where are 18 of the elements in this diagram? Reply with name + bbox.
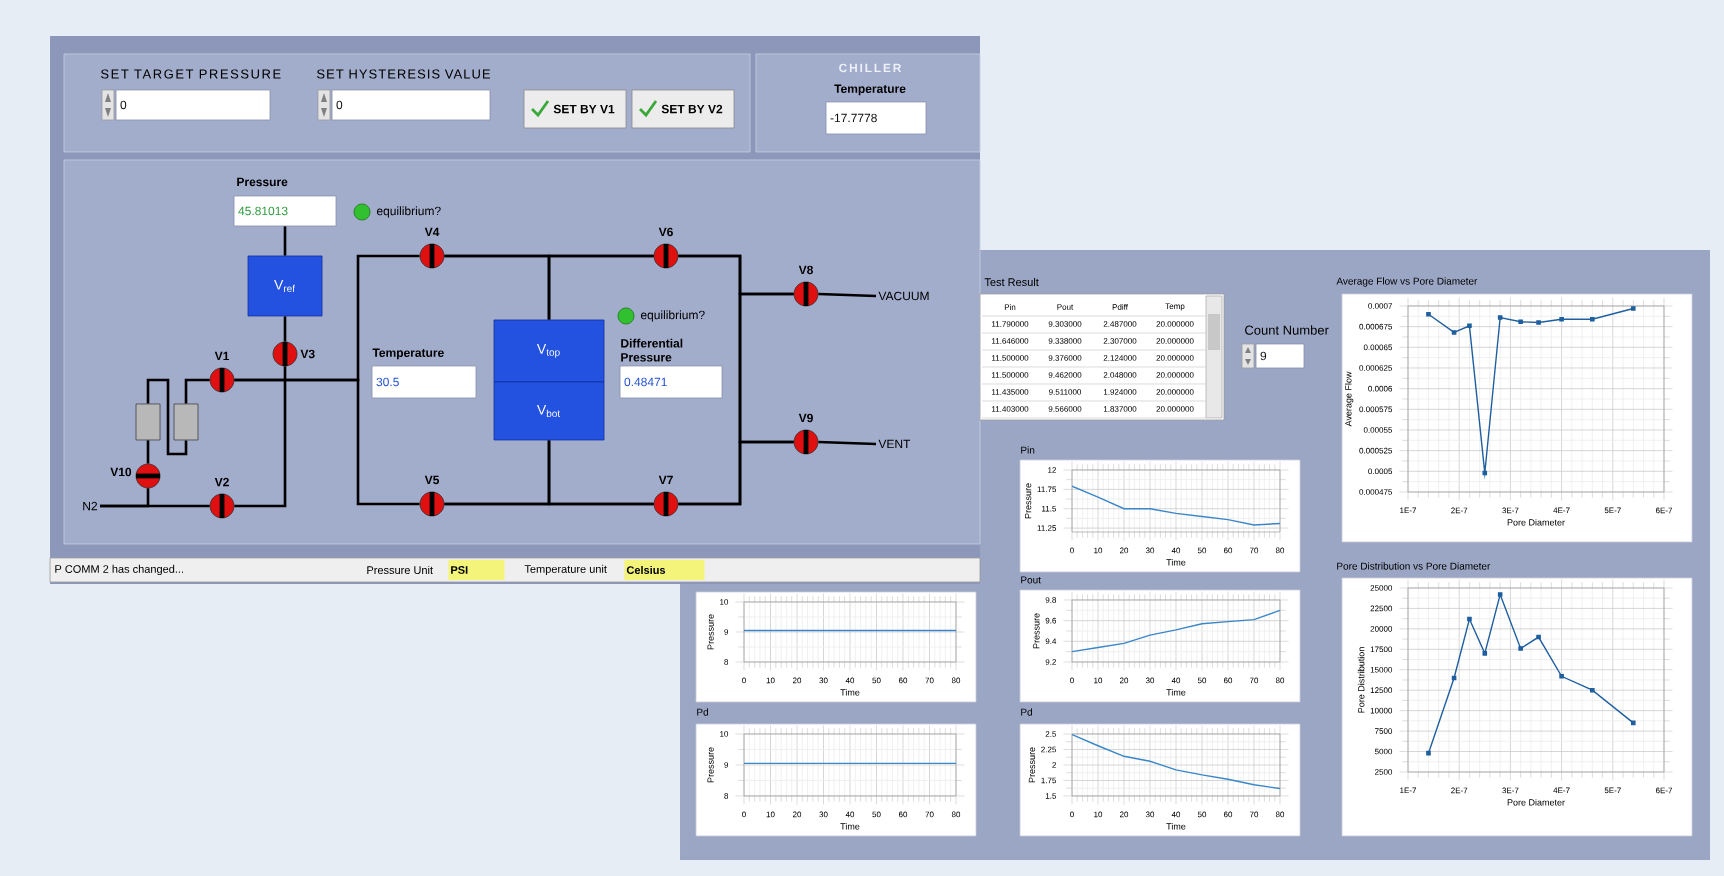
pipe <box>818 440 877 446</box>
line-series <box>1072 733 1280 790</box>
pipe <box>184 378 210 404</box>
filter-box <box>135 403 161 441</box>
pipe <box>547 254 654 320</box>
pipe <box>146 440 150 464</box>
pipe <box>234 366 287 508</box>
pipe <box>234 378 420 506</box>
pipe <box>547 440 654 506</box>
pipe <box>678 440 794 506</box>
line-series <box>1072 485 1280 526</box>
pipe <box>100 488 150 508</box>
pipe <box>283 226 287 256</box>
line-series <box>1072 609 1280 653</box>
pipe <box>146 378 188 456</box>
pipe <box>818 292 877 298</box>
filter-box <box>173 403 199 441</box>
pipe <box>283 316 287 342</box>
